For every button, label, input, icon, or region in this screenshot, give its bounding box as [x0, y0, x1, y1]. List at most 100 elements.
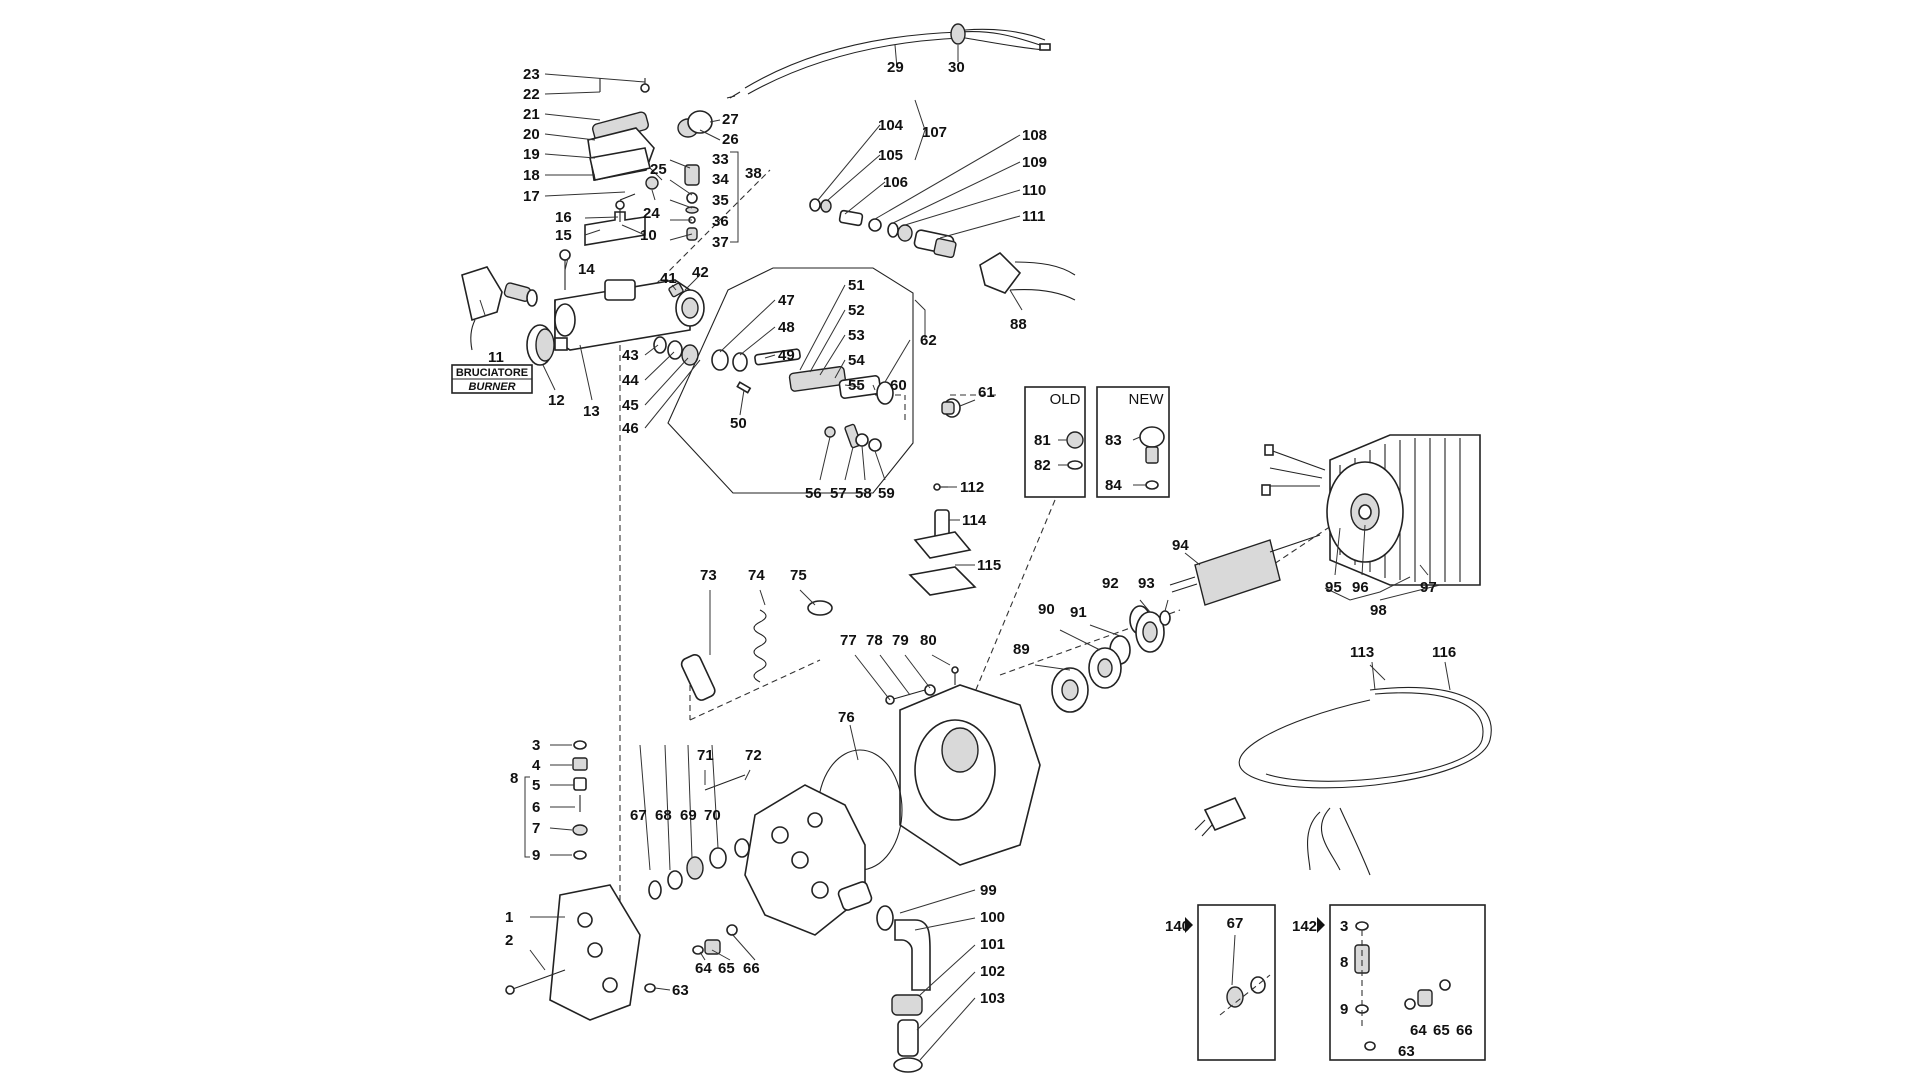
- part-label-88: 88: [1010, 316, 1027, 333]
- part-label-55: 55: [848, 377, 865, 394]
- part-label-79: 79: [892, 632, 909, 649]
- part-label-18: 18: [523, 167, 540, 184]
- pump-head: [744, 784, 873, 936]
- part-label-110: 110: [1022, 182, 1046, 199]
- part-label-60: 60: [890, 377, 907, 394]
- kit-140: 140 67: [1165, 904, 1276, 1061]
- burner-label-it: BRUCIATORE: [456, 367, 528, 379]
- kit-140-number: 140: [1165, 918, 1190, 935]
- part-label-11: 11: [488, 349, 504, 366]
- part-label-36: 36: [712, 213, 729, 230]
- part-label-82: 82: [1034, 457, 1051, 474]
- part-label-21: 21: [523, 106, 540, 123]
- part-label-100: 100: [980, 909, 1005, 926]
- part-label-84: 84: [1105, 477, 1122, 494]
- part-label-62: 62: [920, 332, 937, 349]
- part-label-108: 108: [1022, 127, 1047, 144]
- burner-label-en: BURNER: [468, 381, 515, 393]
- part-label-16: 16: [555, 209, 572, 226]
- part-label-37: 37: [712, 234, 729, 251]
- burner-label: BRUCIATORE BURNER: [451, 364, 533, 394]
- part-label-113: 113: [1350, 644, 1374, 661]
- part-label-68: 68: [655, 807, 672, 824]
- part-label-104: 104: [878, 117, 904, 134]
- part-label-30: 30: [948, 59, 965, 76]
- part-label-58: 58: [855, 485, 872, 502]
- plate-parts-112-115: [908, 483, 977, 596]
- part-label-42: 42: [692, 264, 709, 281]
- kit-142-part-9: 9: [1340, 1001, 1348, 1018]
- part-label-64: 64: [695, 960, 712, 977]
- pressure-switch-cable: [726, 23, 1051, 99]
- part-label-101: 101: [980, 936, 1005, 953]
- part-label-96: 96: [1352, 579, 1369, 596]
- old-new-comparison: OLD NEW: [1024, 386, 1170, 498]
- part-label-72: 72: [745, 747, 762, 764]
- kit-142: 142 3 8 9 63 64 65 66: [1292, 904, 1486, 1061]
- part-label-9: 9: [532, 847, 540, 864]
- part-label-13: 13: [583, 403, 600, 420]
- part-label-23: 23: [523, 66, 540, 83]
- part-label-111: 111: [1022, 208, 1045, 225]
- part-label-114: 114: [962, 512, 987, 529]
- kit-142-number: 142: [1292, 918, 1317, 935]
- new-box-title: NEW: [1129, 391, 1165, 408]
- part-label-74: 74: [748, 567, 765, 584]
- part-label-59: 59: [878, 485, 895, 502]
- part-label-76: 76: [838, 709, 855, 726]
- inlet-valve-assembly: [809, 198, 1076, 301]
- part-label-26: 26: [722, 131, 739, 148]
- unloader-valve-assembly: [554, 200, 705, 366]
- part-label-112: 112: [960, 479, 984, 496]
- kit-142-part-63: 63: [1398, 1043, 1415, 1060]
- part-label-63: 63: [672, 982, 689, 999]
- part-label-4: 4: [532, 757, 541, 774]
- electric-motor: [1169, 434, 1481, 606]
- part-label-78: 78: [866, 632, 883, 649]
- part-label-115: 115: [977, 557, 1001, 574]
- part-label-20: 20: [523, 126, 540, 143]
- part-label-12: 12: [548, 392, 565, 409]
- part-label-1: 1: [505, 909, 513, 926]
- part-label-50: 50: [730, 415, 747, 432]
- part-label-6: 6: [532, 799, 540, 816]
- part-label-57: 57: [830, 485, 847, 502]
- kit-142-part-66: 66: [1456, 1022, 1473, 1039]
- part-label-8: 8: [510, 770, 518, 787]
- part-label-109: 109: [1022, 154, 1047, 171]
- old-box-title: OLD: [1050, 391, 1081, 408]
- part-label-70: 70: [704, 807, 721, 824]
- part-label-71: 71: [697, 747, 714, 764]
- pressure-switch-assembly: [587, 78, 713, 241]
- motor-flange: [817, 684, 1041, 871]
- part-label-41: 41: [660, 270, 677, 287]
- part-label-98: 98: [1370, 602, 1387, 619]
- part-label-91: 91: [1070, 604, 1087, 621]
- kit-142-part-65: 65: [1433, 1022, 1450, 1039]
- part-label-14: 14: [578, 261, 595, 278]
- part-label-10: 10: [640, 227, 657, 244]
- part-label-61: 61: [978, 384, 995, 401]
- part-label-49: 49: [778, 347, 795, 364]
- outlet-fittings: [876, 905, 931, 1073]
- part-label-103: 103: [980, 990, 1005, 1007]
- part-label-38: 38: [745, 165, 762, 182]
- part-label-90: 90: [1038, 601, 1055, 618]
- part-label-44: 44: [622, 372, 639, 389]
- part-label-73: 73: [700, 567, 717, 584]
- part-number-labels: 23 22 21 20 19 18 17 27 26 25 24 29 30 3…: [488, 59, 1456, 1007]
- part-label-89: 89: [1013, 641, 1030, 658]
- part-label-95: 95: [1325, 579, 1342, 596]
- part-label-19: 19: [523, 146, 540, 163]
- part-label-5: 5: [532, 777, 540, 794]
- part-label-29: 29: [887, 59, 904, 76]
- part-label-3: 3: [532, 737, 540, 754]
- part-label-2: 2: [505, 932, 513, 949]
- kit-140-part-67: 67: [1227, 915, 1244, 932]
- pump-manifold: [505, 884, 641, 1021]
- check-valve-stack: [572, 740, 588, 860]
- part-label-35: 35: [712, 192, 729, 209]
- part-label-92: 92: [1102, 575, 1119, 592]
- part-label-46: 46: [622, 420, 639, 437]
